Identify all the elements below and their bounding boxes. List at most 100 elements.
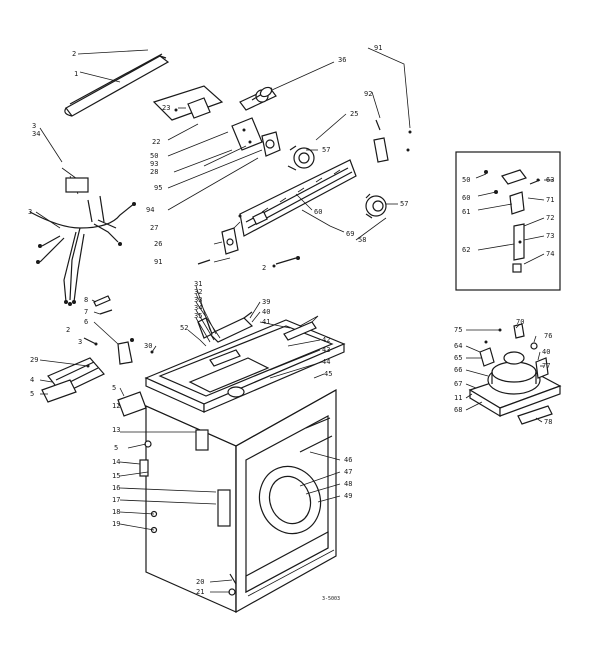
- part-number-label: 18: [112, 508, 120, 516]
- part-number-label: 22: [152, 138, 160, 146]
- part-number-label: 62: [462, 246, 470, 254]
- part-number-label: 12: [112, 402, 120, 410]
- part-number-label: 66: [454, 366, 462, 374]
- small-parts-left: [83, 295, 154, 417]
- lid-switch: [197, 214, 242, 265]
- transmission-assembly: [468, 323, 562, 425]
- inset-detail-box: [455, 151, 561, 291]
- part-number-label: 2: [72, 50, 76, 58]
- part-number-label: 19: [112, 520, 120, 528]
- part-number-label: 65: [454, 354, 462, 362]
- part-number-label: 46: [344, 456, 352, 464]
- part-number-label: 64: [454, 342, 462, 350]
- part-number-label: 95: [154, 184, 162, 192]
- part-number-label: 30: [144, 342, 152, 350]
- part-number-label: 2: [66, 326, 70, 334]
- part-number-label: 14: [112, 458, 120, 466]
- part-number-label: 58: [358, 236, 366, 244]
- part-number-label: 60: [314, 208, 322, 216]
- cable-clip-assembly: [251, 86, 412, 163]
- part-number-label: 68: [454, 406, 462, 414]
- knob-bracket-assembly: [152, 85, 277, 121]
- control-console-panel: [239, 159, 357, 237]
- part-number-label: 11: [454, 394, 462, 402]
- part-number-label: 77: [542, 362, 550, 370]
- part-number-label: 23: [162, 104, 170, 112]
- washer-cabinet: [139, 388, 337, 614]
- part-number-label: 13: [112, 426, 120, 434]
- part-number-label: 41: [262, 318, 270, 326]
- part-number-label: 49: [344, 492, 352, 500]
- part-number-label: 91: [374, 44, 382, 52]
- control-bracket: [231, 117, 281, 157]
- control-knob-upper: [287, 145, 315, 171]
- part-number-label: 94: [146, 206, 154, 214]
- part-number-label: 72: [546, 214, 554, 222]
- part-number-label: 78: [544, 418, 552, 426]
- control-knob-right: [365, 193, 387, 219]
- part-number-label: 34: [32, 130, 40, 138]
- part-number-label: 93: [150, 160, 158, 168]
- part-number-label: 69: [346, 230, 354, 238]
- part-number-label: 27: [150, 224, 158, 232]
- part-number-label: 1: [74, 70, 78, 78]
- wiring-harness: [29, 167, 136, 306]
- part-number-label: 33: [194, 296, 202, 304]
- part-number-label: 16: [112, 484, 120, 492]
- part-number-label: 71: [546, 196, 554, 204]
- part-number-label: 5: [30, 390, 34, 398]
- part-number-label: 57: [400, 200, 408, 208]
- part-number-label: 5: [112, 384, 116, 392]
- part-number-label: 4: [30, 376, 34, 384]
- part-number-label: 20: [196, 578, 204, 586]
- part-number-label: 63: [546, 176, 554, 184]
- part-number-label: 73: [546, 232, 554, 240]
- part-number-label: 40: [262, 308, 270, 316]
- part-number-label: 39: [262, 298, 270, 306]
- drawing-code: 3-5003: [322, 596, 340, 602]
- part-number-label: 31: [194, 280, 202, 288]
- part-number-label: 67: [454, 380, 462, 388]
- part-number-label: 3: [78, 338, 82, 346]
- part-number-label: 60: [462, 194, 470, 202]
- part-number-label: 44: [322, 358, 330, 366]
- part-number-label: 50: [150, 152, 158, 160]
- part-number-label: 7: [84, 308, 88, 316]
- part-number-label: 32: [194, 288, 202, 296]
- part-number-label: 47: [344, 468, 352, 476]
- part-number-label: 50: [462, 176, 470, 184]
- part-number-label: 2: [262, 264, 266, 272]
- lid-hinge-parts: [41, 357, 105, 403]
- part-number-labels: 2133432322509328959427269136929125576069…: [28, 44, 554, 596]
- part-number-label: 26: [154, 240, 162, 248]
- part-number-label: 76: [544, 332, 552, 340]
- part-number-label: 75: [454, 326, 462, 334]
- part-number-label: 34: [194, 304, 202, 312]
- top-cover-assembly: [144, 311, 346, 413]
- part-number-label: 42: [322, 336, 330, 344]
- part-number-label: 52: [180, 324, 188, 332]
- part-number-label: 57: [322, 146, 330, 154]
- part-number-label: 61: [462, 208, 470, 216]
- part-number-label: 45: [324, 370, 332, 378]
- part-number-label: 25: [350, 110, 358, 118]
- part-number-label: 40: [542, 348, 550, 356]
- part-number-label: 15: [112, 472, 120, 480]
- part-number-label: 5: [114, 444, 118, 452]
- part-number-label: 6: [84, 318, 88, 326]
- part-number-label: 43: [322, 346, 330, 354]
- part-number-label: 91: [154, 258, 162, 266]
- small-hardware-center: [272, 256, 300, 268]
- part-number-label: 92: [364, 90, 372, 98]
- part-number-label: 28: [150, 168, 158, 176]
- part-number-label: 74: [546, 250, 554, 258]
- part-number-label: 21: [196, 588, 204, 596]
- part-number-label: 8: [84, 296, 88, 304]
- part-number-label: 70: [516, 318, 524, 326]
- part-number-label: 29: [30, 356, 38, 364]
- part-number-label: 48: [344, 480, 352, 488]
- part-number-label: 35: [194, 312, 202, 320]
- part-number-label: 3: [28, 208, 32, 216]
- part-number-label: 36: [338, 56, 346, 64]
